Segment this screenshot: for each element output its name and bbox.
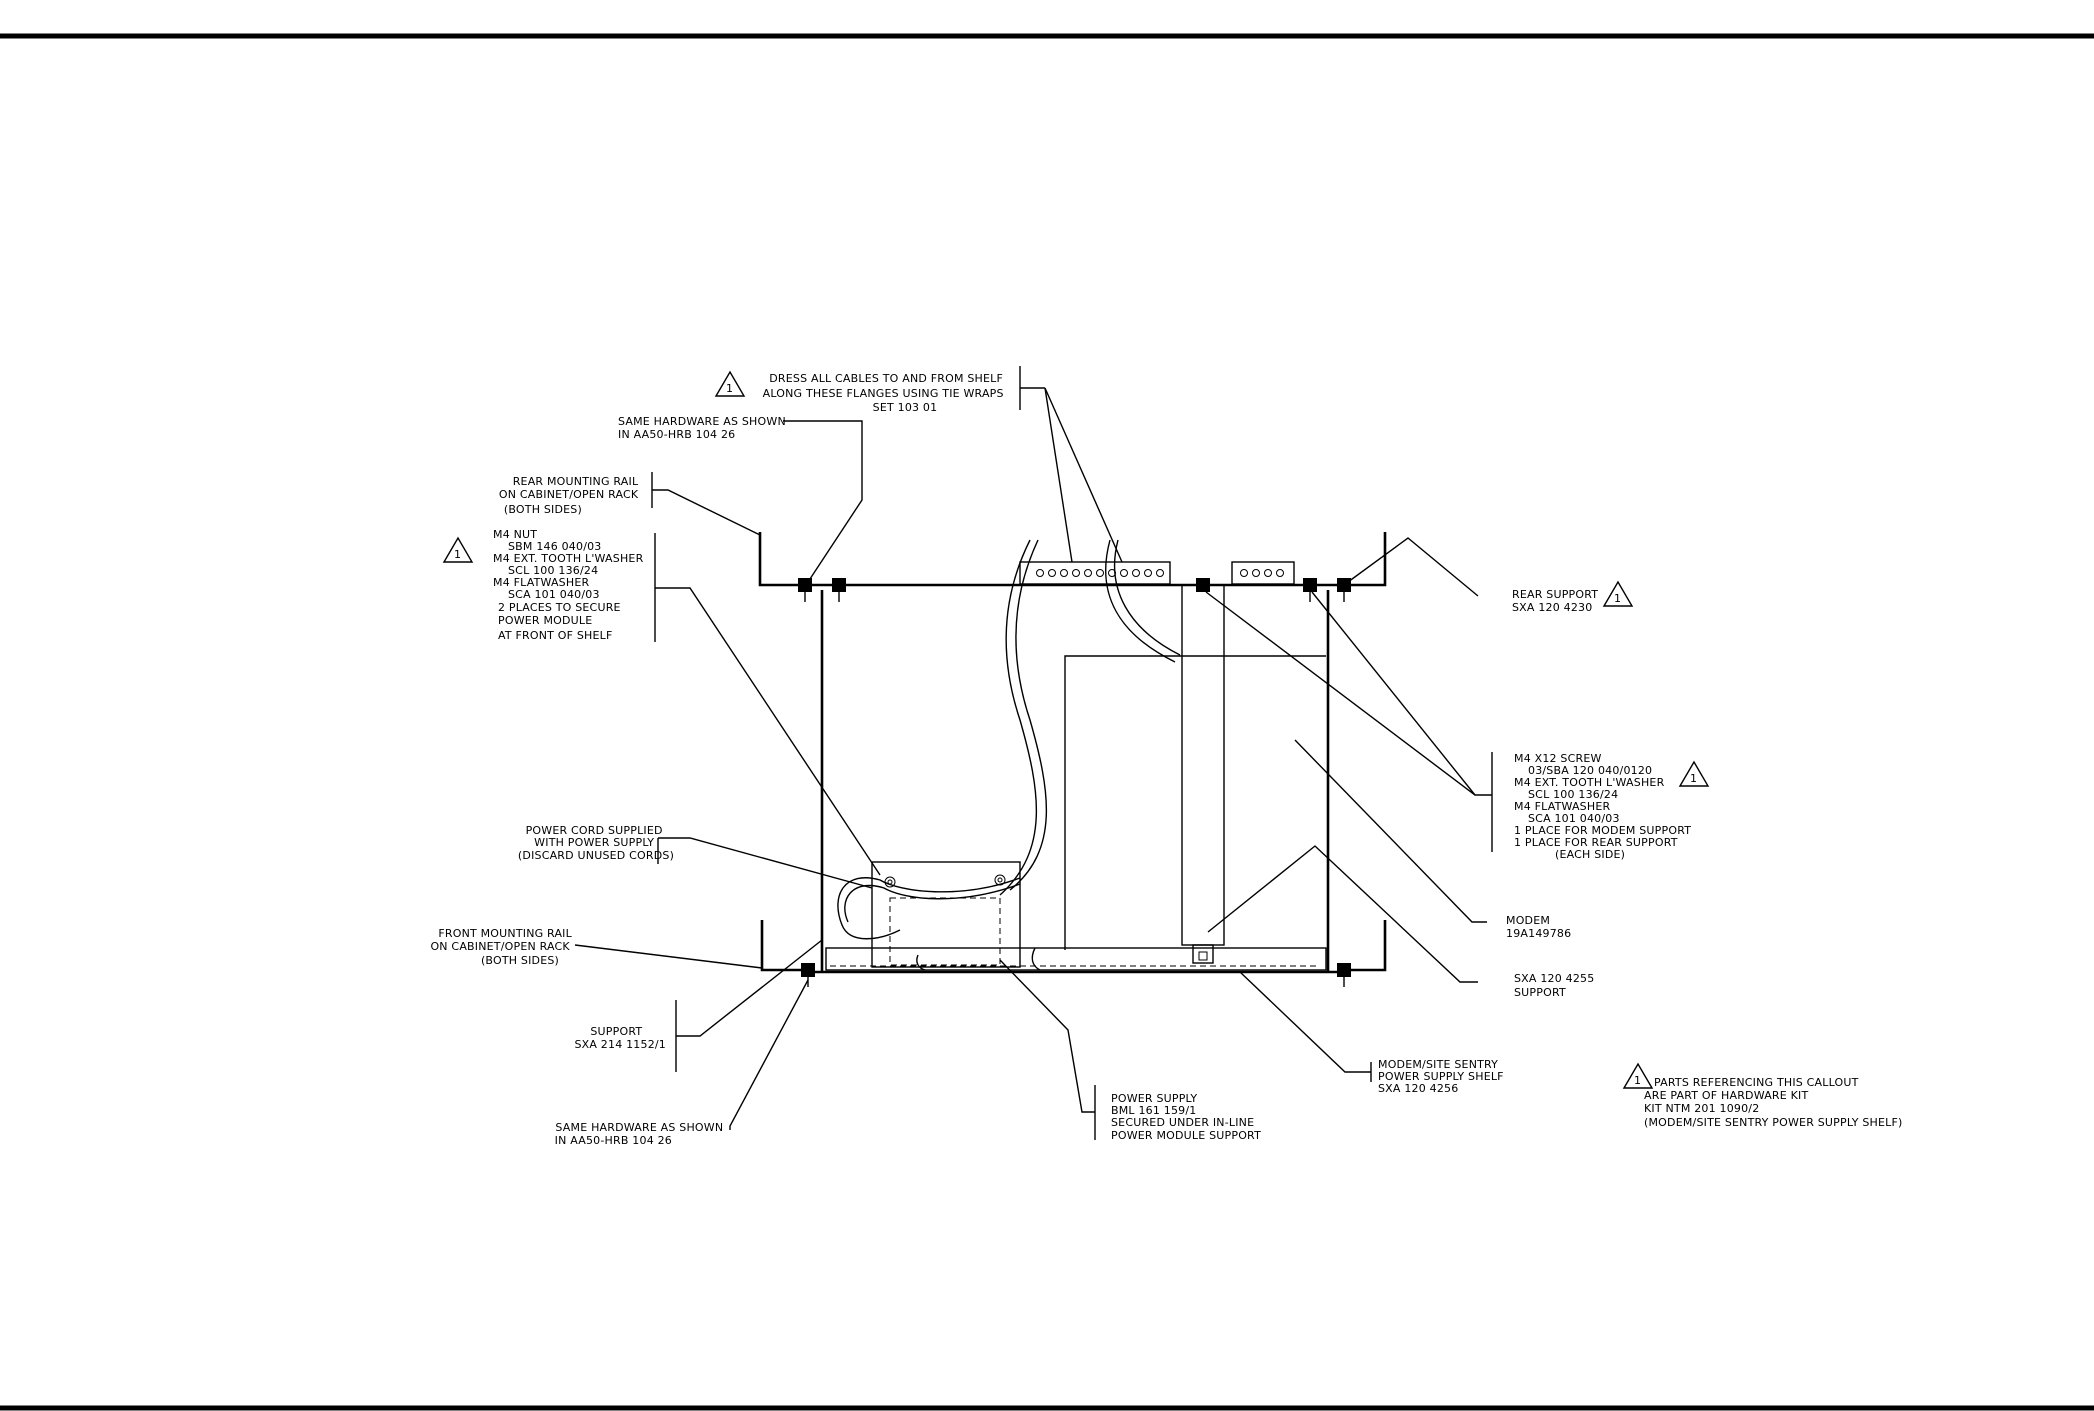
callout-rear-support: REAR SUPPORT SXA 120 4230 [1512, 588, 1602, 614]
callout-power-supply: POWER SUPPLY BML 161 159/1 SECURED UNDER… [1111, 1092, 1261, 1142]
callout-sxa-support: SXA 120 4255 SUPPORT [1514, 972, 1598, 999]
dress-bracket [1019, 366, 1045, 410]
callout-same-hardware-bottom: SAME HARDWARE AS SHOWN IN AA50-HRB 104 2… [555, 1121, 727, 1147]
note-triangle-parts: 1 [1622, 1062, 1654, 1089]
cable-2 [999, 539, 1038, 896]
cable-4 [1105, 539, 1176, 663]
front-rail-right [1345, 920, 1387, 972]
callout-modem: MODEM 19A149786 [1506, 914, 1571, 940]
svg-text:1: 1 [454, 548, 461, 561]
callout-rear-mounting-rail: REAR MOUNTING RAIL ON CABINET/OPEN RACK … [499, 475, 642, 516]
note-triangle-dress: 1 [714, 370, 746, 397]
callout-m4-nut: M4 NUT SBM 146 040/03 M4 EXT. TOOTH L'WA… [493, 528, 647, 642]
rear-rail-right [1345, 532, 1387, 587]
callout-power-cord: POWER CORD SUPPLIED WITH POWER SUPPLY (D… [518, 824, 674, 862]
bottom-cable-2 [916, 954, 926, 971]
cable-3 [1113, 539, 1181, 656]
rear-left-fastener-2 [832, 578, 846, 602]
callout-support: SUPPORT SXA 214 1152/1 [574, 1025, 666, 1051]
shelf-assembly [758, 532, 1387, 974]
shelf-front-lip [825, 947, 1327, 971]
callout-front-mounting-rail: FRONT MOUNTING RAIL ON CABINET/OPEN RACK… [430, 927, 575, 967]
svg-text:1: 1 [1690, 772, 1697, 785]
power-supply-hidden [889, 897, 1001, 966]
power-cord [837, 877, 1021, 940]
flange-holes-right [1240, 569, 1284, 577]
rear-right-fastener-1 [1303, 578, 1317, 602]
svg-text:1: 1 [1614, 592, 1621, 605]
modem-support [1181, 584, 1225, 946]
rear-rail-left [758, 532, 805, 587]
rear-left-fastener-1 [798, 578, 812, 602]
callout-same-hardware-top: SAME HARDWARE AS SHOWN IN AA50-HRB 104 2… [618, 415, 790, 441]
cable-1 [1009, 539, 1048, 891]
callout-m4-screw: M4 X12 SCREW 03/SBA 120 040/0120 M4 EXT.… [1514, 752, 1695, 861]
bottom-cable [1031, 947, 1041, 971]
modem-support-fastener [1196, 578, 1210, 592]
power-module-support [871, 861, 1021, 968]
flange-holes [1036, 569, 1164, 577]
note-triangle-m4-nut: 1 [442, 536, 474, 563]
power-module-screw-right-inner [997, 877, 1003, 883]
svg-text:1: 1 [726, 382, 733, 395]
svg-text:1: 1 [1634, 1074, 1641, 1087]
callout-parts-note: PARTS REFERENCING THIS CALLOUT ARE PART … [1644, 1076, 1902, 1129]
callout-dress-cables: DRESS ALL CABLES TO AND FROM SHELF ALONG… [763, 372, 1008, 414]
front-right-fastener [1337, 963, 1351, 987]
note-triangle-rear-support: 1 [1602, 580, 1634, 607]
modem-support-slot [1198, 951, 1208, 961]
front-rail-left [760, 920, 805, 972]
leader-lines [574, 366, 1493, 1140]
cable-flange-tab-right [1231, 561, 1295, 585]
rear-right-fastener-2 [1337, 578, 1351, 602]
front-left-fastener [801, 963, 815, 987]
power-cord-2 [844, 883, 1021, 923]
cable-flange-tab [1019, 561, 1171, 585]
modem-support-foot [1192, 944, 1214, 964]
modem-body [1064, 655, 1326, 950]
note-triangle-m4-screw: 1 [1678, 760, 1710, 787]
callout-shelf: MODEM/SITE SENTRY POWER SUPPLY SHELF SXA… [1378, 1058, 1507, 1095]
